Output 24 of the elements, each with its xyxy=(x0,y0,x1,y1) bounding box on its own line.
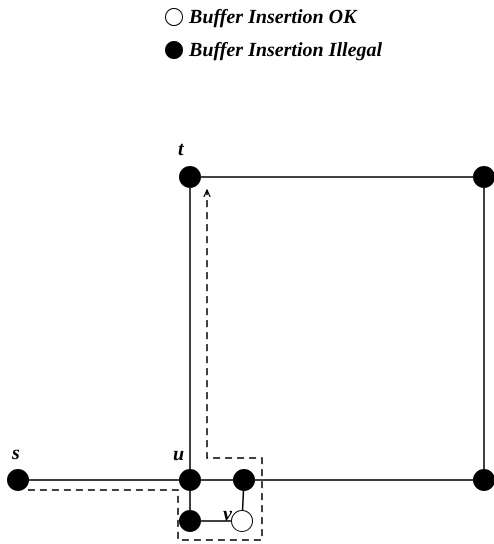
wire xyxy=(189,188,191,469)
wire xyxy=(201,176,473,178)
wire xyxy=(242,490,244,510)
dashed-route-arrow xyxy=(28,189,263,541)
legend-text: Buffer Insertion Illegal xyxy=(189,40,382,60)
filled-node-dot xyxy=(7,469,29,491)
filled-node-dot xyxy=(473,469,494,491)
wire xyxy=(201,479,233,481)
wire xyxy=(483,188,485,469)
wire xyxy=(29,479,179,481)
node-label: t xyxy=(178,139,184,159)
wire xyxy=(189,491,191,510)
node-label: v xyxy=(223,504,232,524)
wire xyxy=(201,520,231,522)
filled-node-dot xyxy=(179,166,201,188)
node-label: u xyxy=(173,444,184,464)
legend-text: Buffer Insertion OK xyxy=(189,7,356,27)
filled-node-dot xyxy=(179,510,201,532)
wire xyxy=(255,479,473,481)
filled-node-dot xyxy=(473,166,494,188)
node-label: s xyxy=(12,443,20,463)
filled-node-dot xyxy=(233,469,255,491)
filled-node-dot xyxy=(179,469,201,491)
open-node-circle xyxy=(231,510,253,532)
